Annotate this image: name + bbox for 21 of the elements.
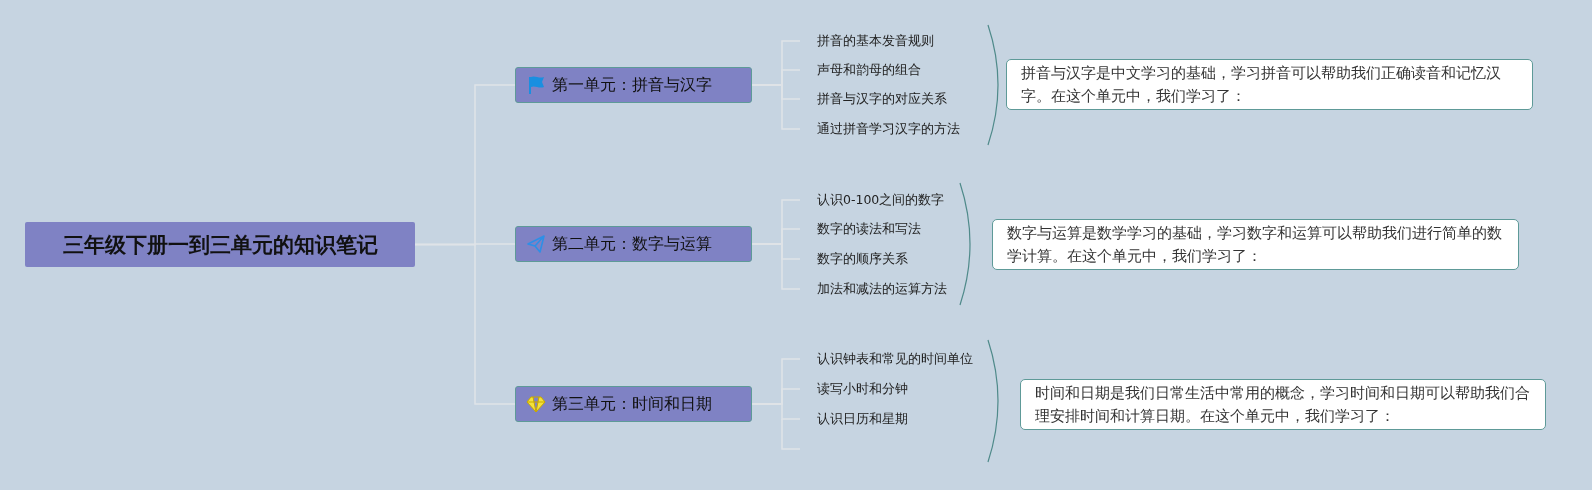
summary-box: 时间和日期是我们日常生活中常用的概念，学习时间和日期可以帮助我们合理安排时间和计算日期。在这个单元中，我们学习了： <box>1020 379 1546 430</box>
subtopic-text: 拼音与汉字的对应关系 <box>800 88 947 110</box>
topic-label: 第一单元：拼音与汉字 <box>552 74 712 96</box>
subtopic-text: 读写小时和分钟 <box>800 378 908 400</box>
subtopic-text: 拼音的基本发音规则 <box>800 30 934 52</box>
subtopic-text: 数字的读法和写法 <box>800 218 921 240</box>
summary-box: 数字与运算是数学学习的基础，学习数字和运算可以帮助我们进行简单的数学计算。在这个单元中，我们学习了： <box>992 219 1519 270</box>
summary-box: 拼音与汉字是中文学习的基础，学习拼音可以帮助我们正确读音和记忆汉字。在这个单元中，我们学习了： <box>1006 59 1533 110</box>
topic-label: 第二单元：数字与运算 <box>552 233 712 255</box>
subtopic-text: 通过拼音学习汉字的方法 <box>800 118 960 140</box>
topic-label: 第三单元：时间和日期 <box>552 393 712 415</box>
topic-box <box>515 67 752 103</box>
subtopic-text: 认识日历和星期 <box>800 408 908 430</box>
subtopic-text: 加法和减法的运算方法 <box>800 278 947 300</box>
subtopic-text: 声母和韵母的组合 <box>800 59 921 81</box>
subtopic-text: 数字的顺序关系 <box>800 248 908 270</box>
title-box: 三年级下册一到三单元的知识笔记 <box>25 222 415 267</box>
topic-box <box>515 386 752 422</box>
topic-box <box>515 226 752 262</box>
subtopic-text: 认识0-100之间的数字 <box>800 189 945 211</box>
subtopic-text: 认识钟表和常见的时间单位 <box>800 348 973 370</box>
